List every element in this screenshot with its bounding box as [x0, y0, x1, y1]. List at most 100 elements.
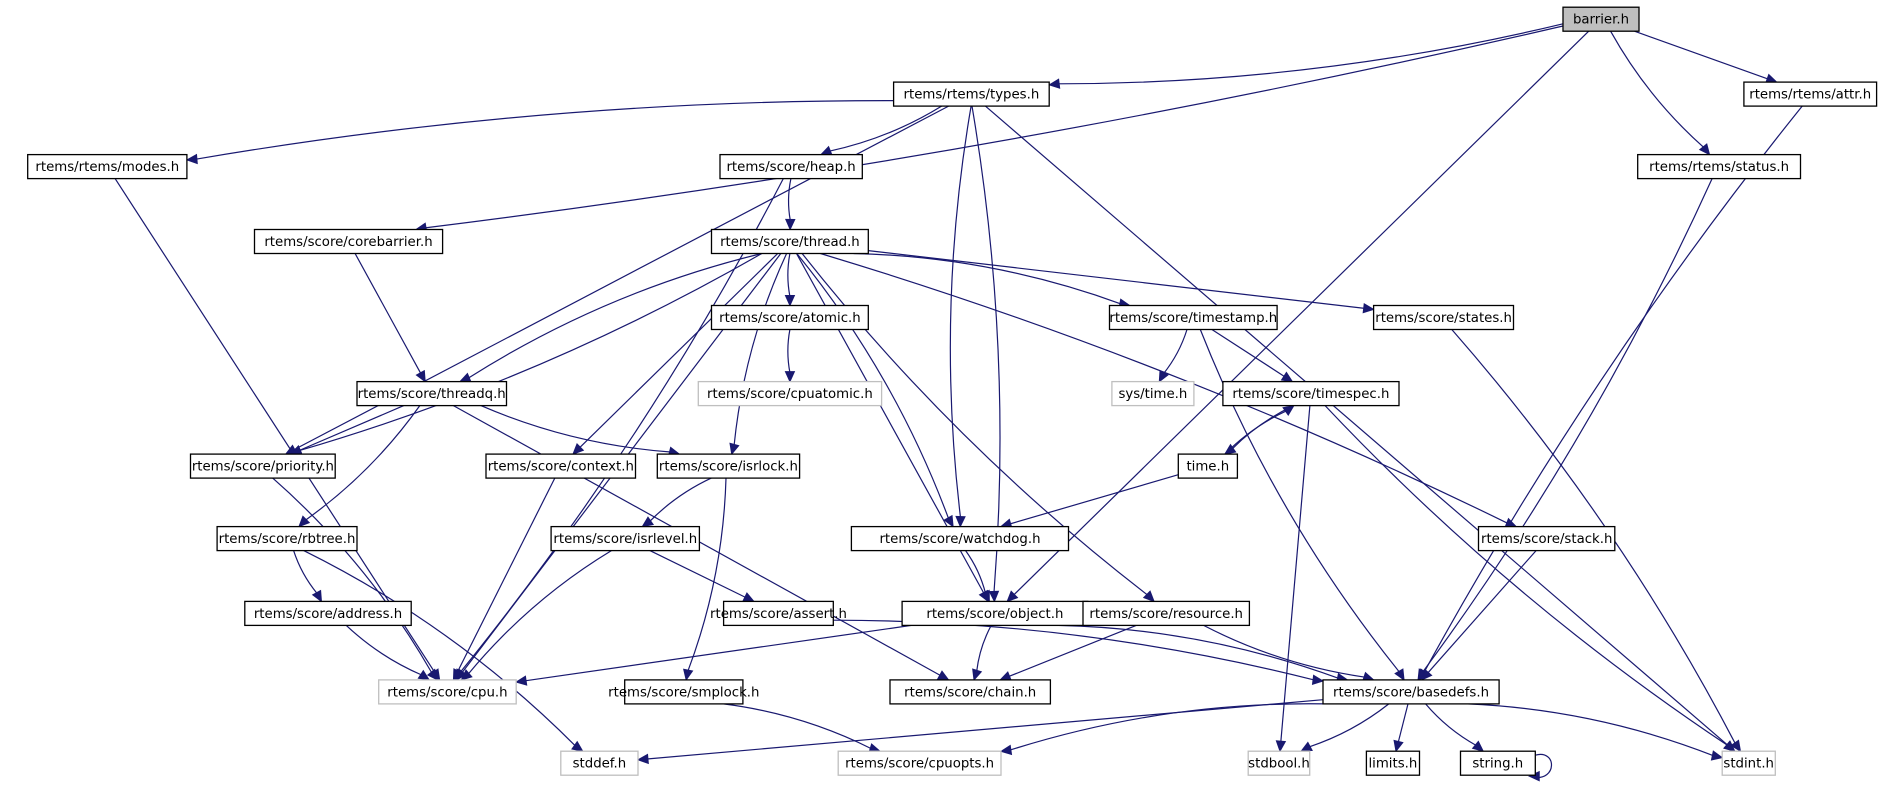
edge-assert-to-basedefs — [833, 619, 1325, 685]
arrowhead-icon — [972, 668, 983, 682]
arrowhead-icon — [1142, 590, 1155, 603]
edge-line — [833, 619, 1315, 681]
node-cpuatomic: rtems/score/cpuatomic.h — [697, 380, 883, 407]
node-string[interactable]: string.h — [1459, 750, 1536, 776]
edge-thread-to-context — [572, 253, 779, 455]
edge-line — [829, 105, 942, 152]
node-box — [1108, 304, 1278, 331]
node-label: rtems/score/resource.h — [1089, 607, 1243, 622]
edge-heap-to-thread — [785, 178, 796, 231]
node-systime: sys/time.h — [1111, 380, 1195, 407]
node-thread[interactable]: rtems/score/thread.h — [710, 228, 869, 255]
node-resource[interactable]: rtems/score/resource.h — [1082, 600, 1251, 627]
node-box — [850, 525, 1070, 552]
node-timeh[interactable]: time.h — [1177, 453, 1239, 479]
edge-atomic-to-cpuatomic — [784, 329, 796, 383]
node-context[interactable]: rtems/score/context.h — [485, 453, 637, 479]
node-label: rtems/score/watchdog.h — [879, 532, 1040, 547]
arrowhead-icon — [943, 514, 954, 528]
arrowhead-icon — [426, 668, 439, 681]
node-modes[interactable]: rtems/rtems/modes.h — [27, 153, 188, 180]
node-box — [901, 600, 1089, 627]
node-heap[interactable]: rtems/score/heap.h — [719, 153, 863, 180]
node-assert[interactable]: rtems/score/assert.h — [710, 600, 847, 627]
node-smplock[interactable]: rtems/score/smplock.h — [608, 679, 759, 705]
node-threadq[interactable]: rtems/score/threadq.h — [356, 380, 508, 407]
edge-object-to-cpu — [514, 624, 912, 686]
edge-barrier-to-corebarrier — [414, 25, 1564, 233]
node-priority[interactable]: rtems/score/priority.h — [189, 453, 336, 479]
node-attr[interactable]: rtems/rtems/attr.h — [1743, 81, 1878, 107]
edge-line — [649, 477, 712, 522]
node-timespec[interactable]: rtems/score/timespec.h — [1222, 380, 1400, 407]
edge-basedefs-to-stddef — [636, 699, 1324, 765]
node-label: stddef.h — [573, 757, 627, 772]
node-label: rtems/score/priority.h — [192, 460, 334, 475]
edge-timeh-to-timespec — [1224, 404, 1295, 455]
edge-line — [1280, 405, 1311, 743]
arrowhead-icon — [1710, 750, 1724, 761]
edge-line — [293, 550, 318, 594]
edge-address-to-cpu — [345, 624, 431, 681]
node-atomic[interactable]: rtems/score/atomic.h — [710, 304, 869, 331]
node-limits[interactable]: limits.h — [1365, 750, 1421, 776]
edge-line — [1422, 178, 1713, 673]
node-address[interactable]: rtems/score/address.h — [244, 600, 412, 627]
node-label: rtems/rtems/modes.h — [35, 160, 179, 175]
node-box — [719, 153, 863, 180]
edge-line — [1610, 30, 1705, 149]
node-label: rtems/score/threadq.h — [358, 387, 506, 402]
edge-basedefs-to-string — [1425, 703, 1485, 752]
node-box — [550, 525, 701, 552]
node-label: stdint.h — [1723, 757, 1774, 772]
arrowhead-icon — [742, 592, 756, 602]
arrowhead-icon — [571, 740, 584, 752]
node-box — [27, 153, 188, 180]
node-states[interactable]: rtems/score/states.h — [1372, 304, 1515, 331]
edge-line — [1467, 703, 1714, 757]
node-object[interactable]: rtems/score/object.h — [901, 600, 1089, 627]
edge-types-to-stdint — [985, 105, 1736, 752]
arrowhead-icon — [298, 515, 311, 528]
node-label: rtems/score/smplock.h — [608, 685, 759, 700]
edge-line — [949, 105, 972, 518]
edge-line — [195, 99, 894, 160]
edge-line — [525, 624, 912, 682]
edge-line — [976, 625, 992, 672]
node-isrlevel[interactable]: rtems/score/isrlevel.h — [550, 525, 701, 552]
node-box — [1459, 750, 1536, 776]
node-watchdog[interactable]: rtems/score/watchdog.h — [850, 525, 1070, 552]
node-label: rtems/score/isrlock.h — [659, 460, 798, 475]
arrowhead-icon — [514, 675, 528, 686]
edge-types-to-object — [971, 105, 1001, 603]
node-stack[interactable]: rtems/score/stack.h — [1477, 525, 1616, 552]
edge-types-to-watchdog — [949, 105, 972, 528]
arrowhead-icon — [1280, 371, 1294, 383]
arrowhead-icon — [1393, 739, 1404, 753]
edge-line — [646, 699, 1324, 760]
node-box — [1721, 750, 1776, 776]
node-types[interactable]: rtems/rtems/types.h — [892, 81, 1050, 107]
edge-line — [424, 25, 1564, 229]
arrowhead-icon — [1698, 143, 1711, 156]
node-box — [253, 228, 444, 255]
edge-line — [985, 105, 1729, 746]
arrowhead-icon — [460, 669, 473, 681]
arrowhead-icon — [636, 753, 649, 765]
node-corebarrier[interactable]: rtems/score/corebarrier.h — [253, 228, 444, 255]
node-basedefs[interactable]: rtems/score/basedefs.h — [1322, 679, 1500, 705]
node-isrlock[interactable]: rtems/score/isrlock.h — [656, 453, 801, 479]
edge-threadq-to-priority — [289, 405, 405, 455]
edge-line — [305, 405, 421, 521]
node-rbtree[interactable]: rtems/score/rbtree.h — [216, 525, 358, 552]
arrowhead-icon — [955, 515, 966, 528]
node-box — [1322, 679, 1500, 705]
edge-types-to-modes — [185, 99, 894, 165]
edge-line — [1308, 703, 1390, 748]
node-chain[interactable]: rtems/score/chain.h — [889, 679, 1052, 705]
node-timestamp[interactable]: rtems/score/timestamp.h — [1108, 304, 1278, 331]
edge-thread-to-atomic — [784, 253, 796, 307]
arrowhead-icon — [1048, 78, 1061, 89]
node-status[interactable]: rtems/rtems/status.h — [1637, 153, 1802, 180]
node-barrier[interactable]: barrier.h — [1562, 6, 1640, 32]
